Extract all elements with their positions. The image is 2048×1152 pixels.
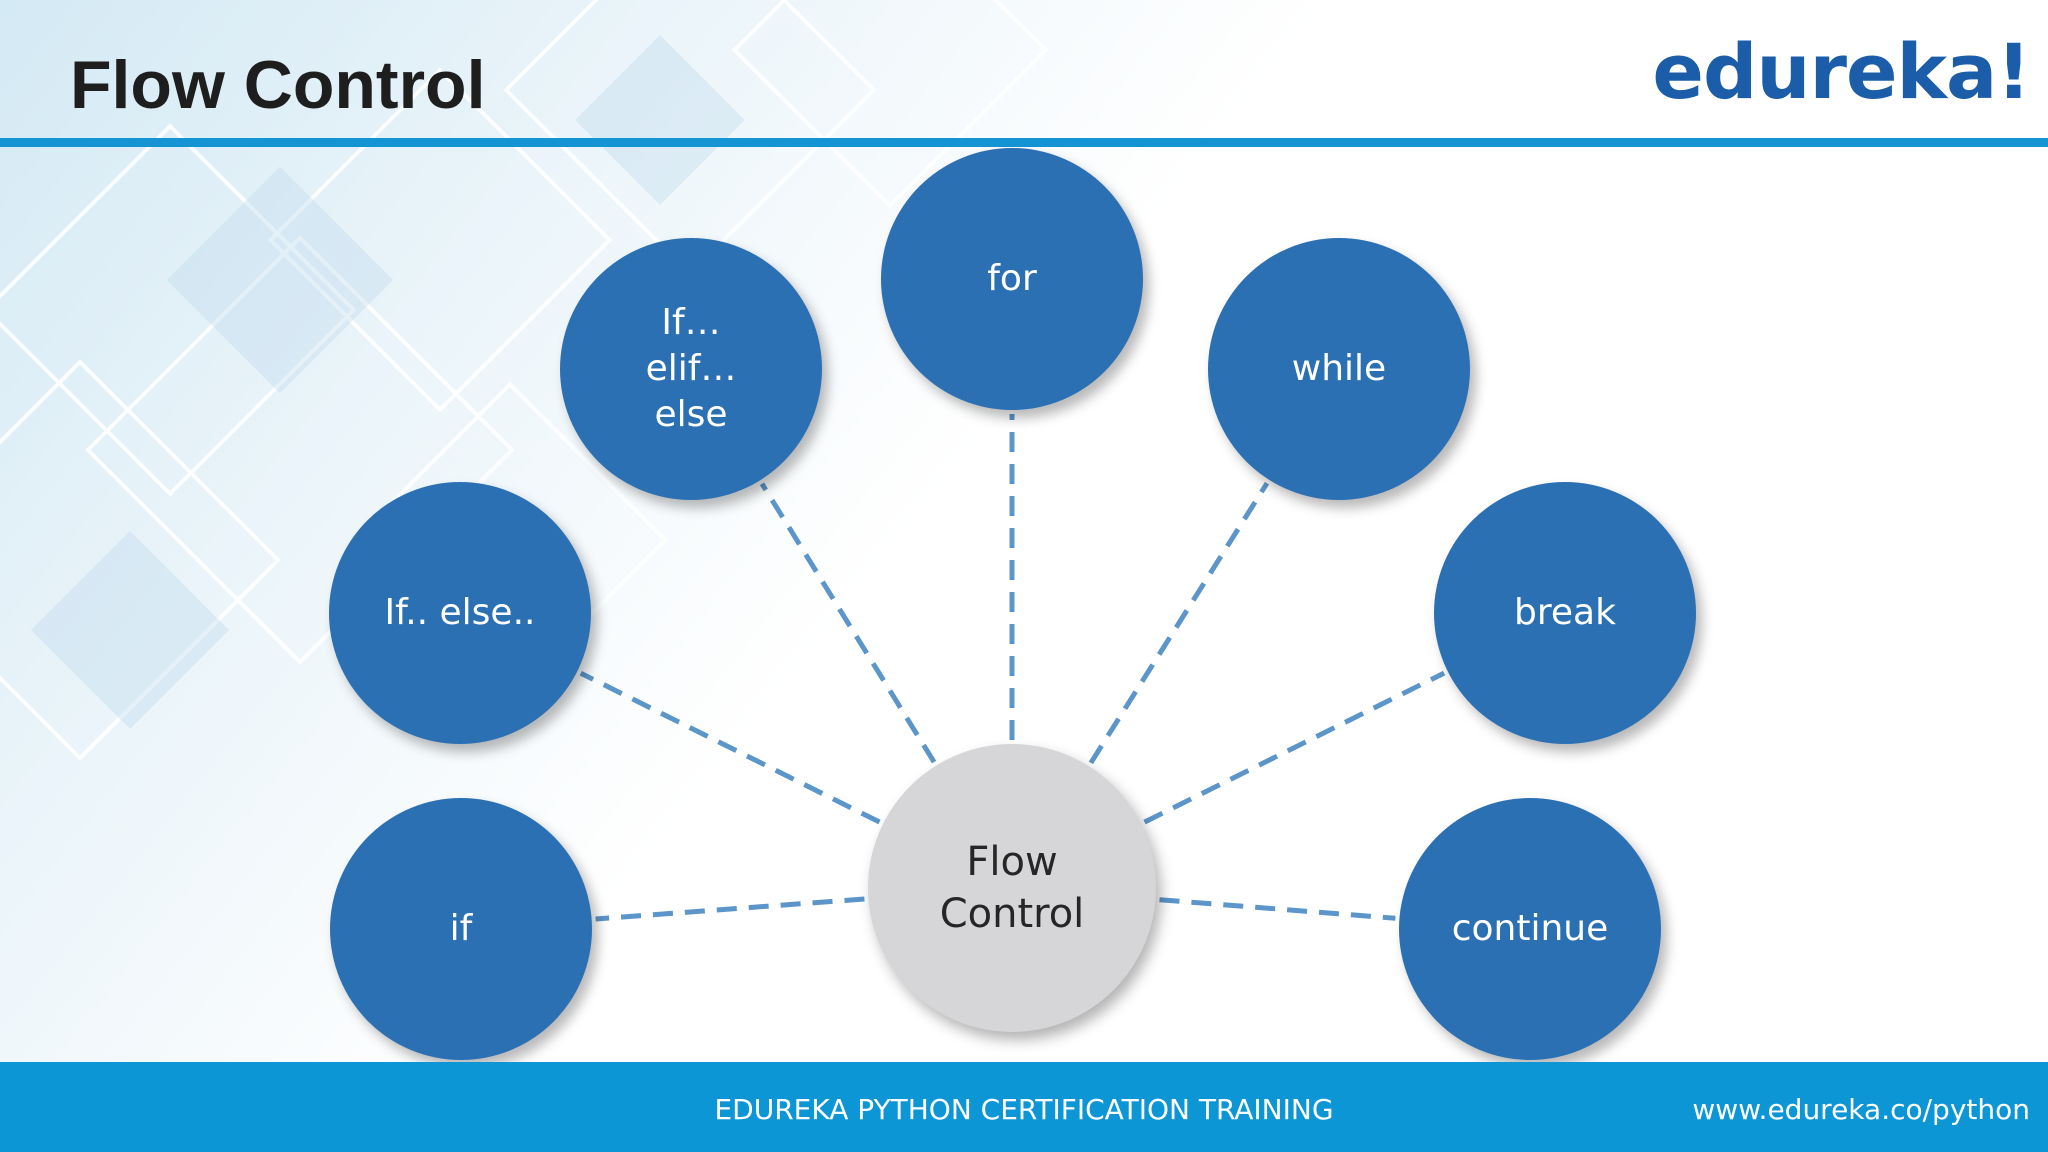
- slide-title: Flow Control: [70, 47, 486, 123]
- footer-bar: [0, 1062, 2048, 1152]
- connector-if-elif-else: [759, 482, 937, 764]
- edureka-logo: edureka!: [1652, 27, 2031, 116]
- node-continue-label: continue: [1451, 908, 1609, 949]
- node-if-elif-else: If… elif… else: [560, 238, 822, 500]
- node-if-else: If.. else..: [329, 482, 591, 744]
- node-if-else-label: If.. else..: [384, 592, 536, 633]
- center-label: Flow Control: [939, 839, 1085, 937]
- node-for-label: for: [987, 258, 1037, 299]
- node-continue: continue: [1399, 798, 1661, 1060]
- node-flow-control-center: Flow Control: [868, 744, 1156, 1032]
- footer-course-title: EDUREKA PYTHON CERTIFICATION TRAINING: [714, 1093, 1334, 1126]
- node-if-elif-else-label: If… elif… else: [645, 302, 737, 435]
- node-if-label: if: [449, 908, 473, 949]
- node-while: while: [1208, 238, 1470, 500]
- connectors: [579, 414, 1446, 922]
- node-if: if: [330, 798, 592, 1060]
- connector-break: [1143, 670, 1446, 825]
- node-break-label: break: [1514, 592, 1616, 633]
- connector-if: [595, 896, 865, 922]
- node-for: for: [881, 148, 1143, 410]
- connector-continue: [1159, 897, 1396, 921]
- footer-url: www.edureka.co/python: [1692, 1093, 2030, 1126]
- node-while-label: while: [1291, 348, 1387, 389]
- connector-if-else: [579, 670, 881, 825]
- node-break: break: [1434, 482, 1696, 744]
- connector-while: [1088, 481, 1270, 765]
- title-divider: [0, 138, 2048, 147]
